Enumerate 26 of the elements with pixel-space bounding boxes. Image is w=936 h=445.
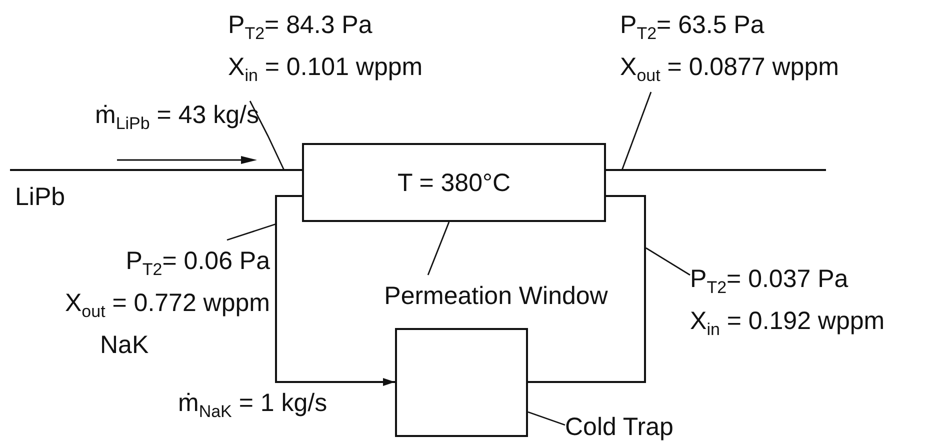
value-label: P$_{T2}$= 84.3 Pa bbox=[228, 10, 372, 45]
value-label: P$_{T2}$= 0.06 Pa bbox=[126, 246, 270, 281]
leader-line bbox=[427, 222, 450, 276]
mass-flow-label: ṁ$_{LiPb}$ = 43 kg/s bbox=[95, 100, 259, 134]
value-label: X$_{in}$ = 0.101 wppm bbox=[228, 52, 423, 87]
temperature-label: T = 380°C bbox=[397, 168, 511, 198]
fluid-label: NaK bbox=[100, 330, 149, 361]
cold-trap-box bbox=[395, 328, 528, 437]
pipe-line bbox=[10, 169, 302, 171]
permeation-window-box bbox=[302, 143, 606, 222]
pipe-line bbox=[606, 169, 826, 171]
value-label: Permeation Window bbox=[384, 281, 608, 312]
leader-line bbox=[646, 247, 690, 276]
value-label: X$_{out}$ = 0.0877 wppm bbox=[620, 52, 839, 87]
value-label: X$_{out}$ = 0.772 wppm bbox=[64, 288, 270, 323]
fluid-label: LiPb bbox=[15, 182, 66, 213]
value-label: X$_{in}$ = 0.192 wppm bbox=[690, 306, 885, 341]
leader-line bbox=[528, 411, 566, 426]
value-label: Cold Trap bbox=[565, 412, 674, 443]
leader-line bbox=[621, 92, 652, 170]
pipe-line bbox=[275, 195, 395, 386]
value-label: P$_{T2}$= 63.5 Pa bbox=[620, 10, 764, 45]
pipe-line bbox=[528, 195, 646, 383]
mass-flow-label: ṁ$_{NaK}$ = 1 kg/s bbox=[178, 388, 328, 422]
value-label: P$_{T2}$= 0.037 Pa bbox=[690, 264, 848, 299]
leader-line bbox=[226, 223, 276, 241]
